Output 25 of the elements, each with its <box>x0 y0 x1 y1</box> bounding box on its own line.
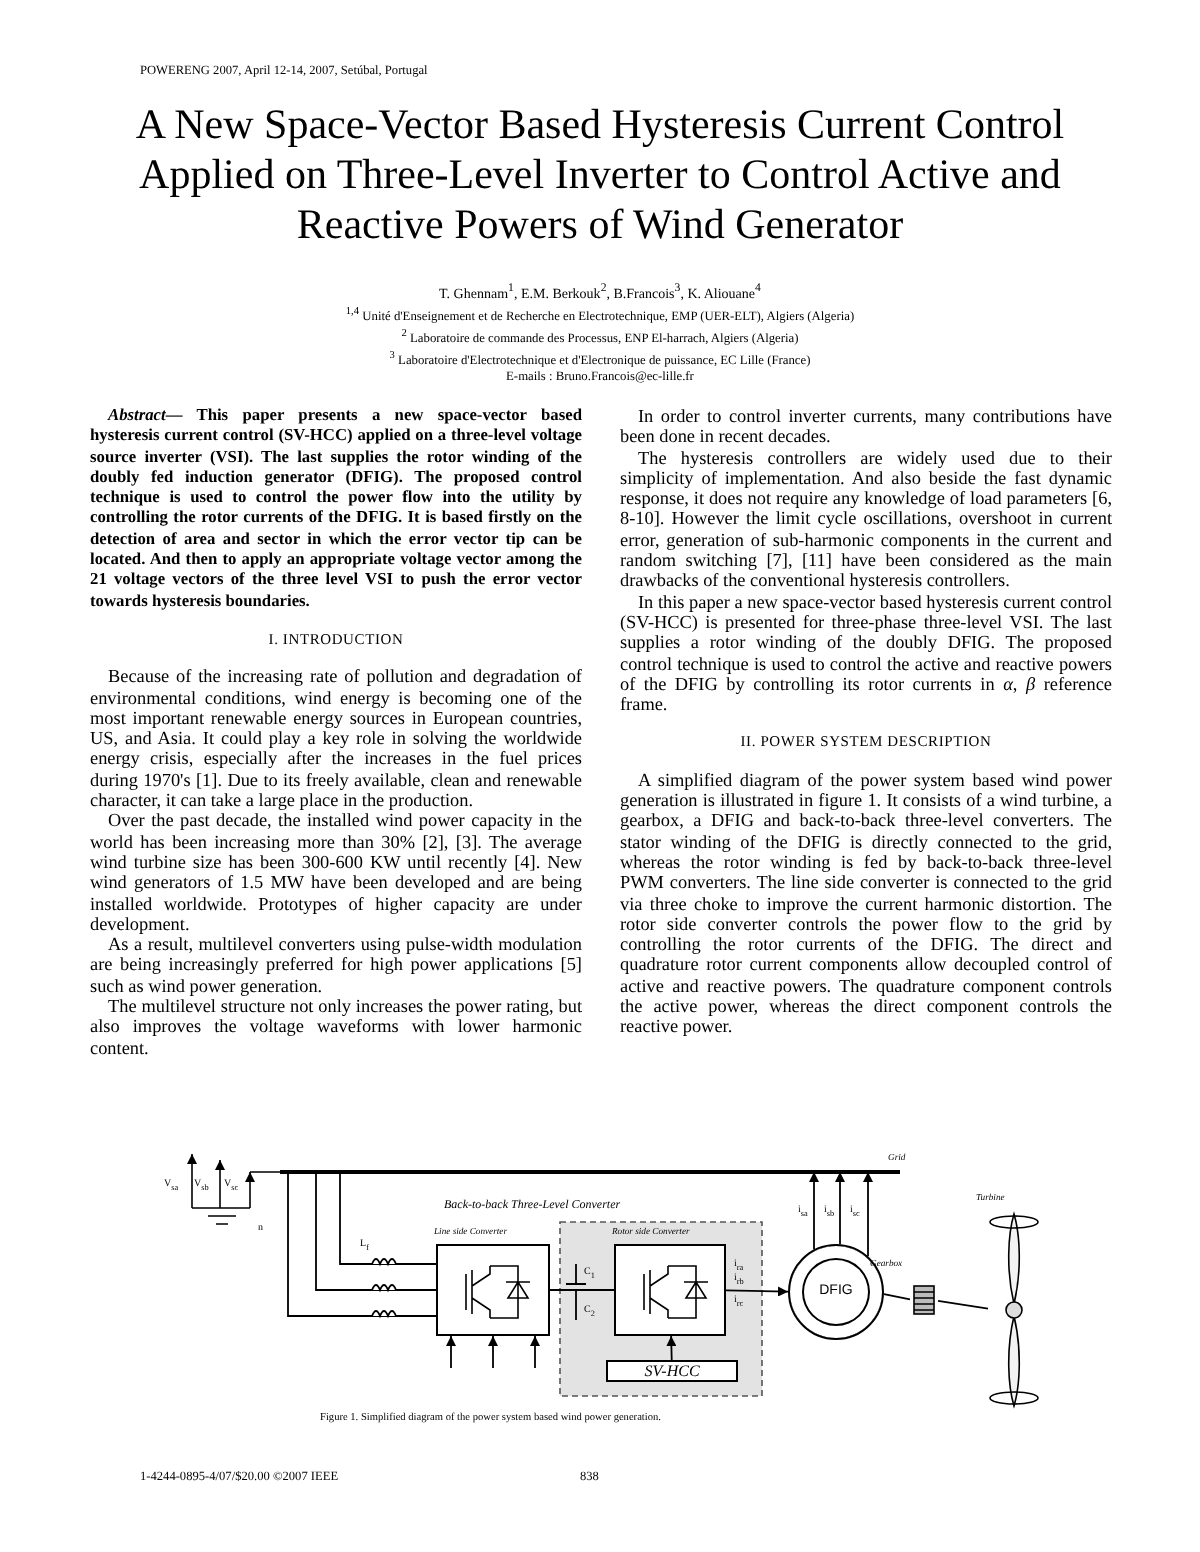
controller-block: SV-HCC <box>606 1360 738 1382</box>
paper-title: A New Space-Vector Based Hysteresis Current Control Applied on Three-Level Inverter to Control Active and Reactive Powers of Wind Generator <box>135 100 1065 248</box>
connector-line <box>549 1289 615 1291</box>
body-paragraph: Over the past decade, the installed wind power capacity in the world has been increasing more than 30% [2], [3]. The average wind turbine size has been 300-600 KW until recently [4]. New wind generators of 1.5 MW have been developed and are being installed worldwide. Prototypes of higher capacity are under development. <box>90 810 582 935</box>
arrow <box>530 1335 540 1369</box>
arrow <box>835 1171 845 1246</box>
body-paragraph: The hysteresis controllers are widely used due to their simplicity of implementation. And also beside the fast dynamic response, it does not require any knowledge of load parameters [6, 8-10]. However the limit cycle oscillations, overshoot in current error, generation of sub-harmonic components in the current and random switching [7], [11] have been considered as the main drawbacks of the conventional hysteresis controllers. <box>620 447 1112 592</box>
connector-line <box>315 1171 437 1291</box>
arrow <box>666 1335 677 1361</box>
arrow <box>725 1286 789 1297</box>
arrow <box>809 1171 819 1251</box>
body-paragraph: A simplified diagram of the power system based wind power generation is illustrated in figure 1. It consists of a wind turbine, a gearbox, a DFIG and back-to-back three-level converters. The stator winding of the DFIG is directly connected to the grid, whereas the rotor winding is fed by back-to-back three-level PWM converters. The line side converter is connected to the grid via three choke to improve the current harmonic distortion. The rotor side converter controls the power flow to the grid by controlling the rotor currents of the DFIG. The direct and quadrature rotor current components allow decoupled control of active and reactive powers. The quadrature component controls the active power, whereas the direct component controls the reactive power. <box>620 769 1112 1038</box>
abstract-paragraph: Abstract— This paper presents a new space-vector based hysteresis current control (SV-HCC) applied on a three-level voltage source inverter (VSI). The last supplies the rotor winding of the doubly fed induction generator (DFIG). The proposed control technique is used to control the power flow into the utility by controlling the rotor currents of the DFIG. It is based firstly on the detection of area and sector in which the error vector tip can be located. And then to apply an appropriate voltage vector among the 21 voltage vectors of the three level VSI to push the error vector towards hysteresis boundaries. <box>90 406 582 612</box>
connector-line <box>883 1293 911 1301</box>
body-paragraph: In this paper a new space-vector based hysteresis current control (SV-HCC) is presented for three-phase three-level VSI. The last supplies a rotor winding of the doubly DFIG. The proposed control technique is used to control the active and reactive powers of the DFIG by controlling its rotor currents in α, β reference frame. <box>620 591 1112 715</box>
connector-line <box>287 1171 437 1317</box>
body-paragraph: Because of the increasing rate of pollution and degradation of environmental conditions, wind energy is becoming one of the most important renewable energy sources in European countries, US, and Asia. It could play a key role in solving the worldwide energy crisis, especially after the increases in the fuel prices during 1970's [1]. Due to its freely available, clean and renewable character, it can take a large place in the production. <box>90 666 582 811</box>
connector-line <box>339 1171 437 1265</box>
arrow <box>446 1335 456 1369</box>
arrow <box>863 1171 873 1258</box>
body-paragraph: The multilevel structure not only increases the power rating, but also improves the voltage waveforms with lower harmonic content. <box>90 996 582 1058</box>
body-paragraph: In order to control inverter currents, many contributions have been done in recent decades. <box>620 406 1112 448</box>
connector-line <box>937 1299 989 1310</box>
arrow <box>488 1335 498 1369</box>
body-paragraph: As a result, multilevel converters using pulse-width modulation are being increasingly preferred for high power applications [5] such as wind power generation. <box>90 934 582 997</box>
